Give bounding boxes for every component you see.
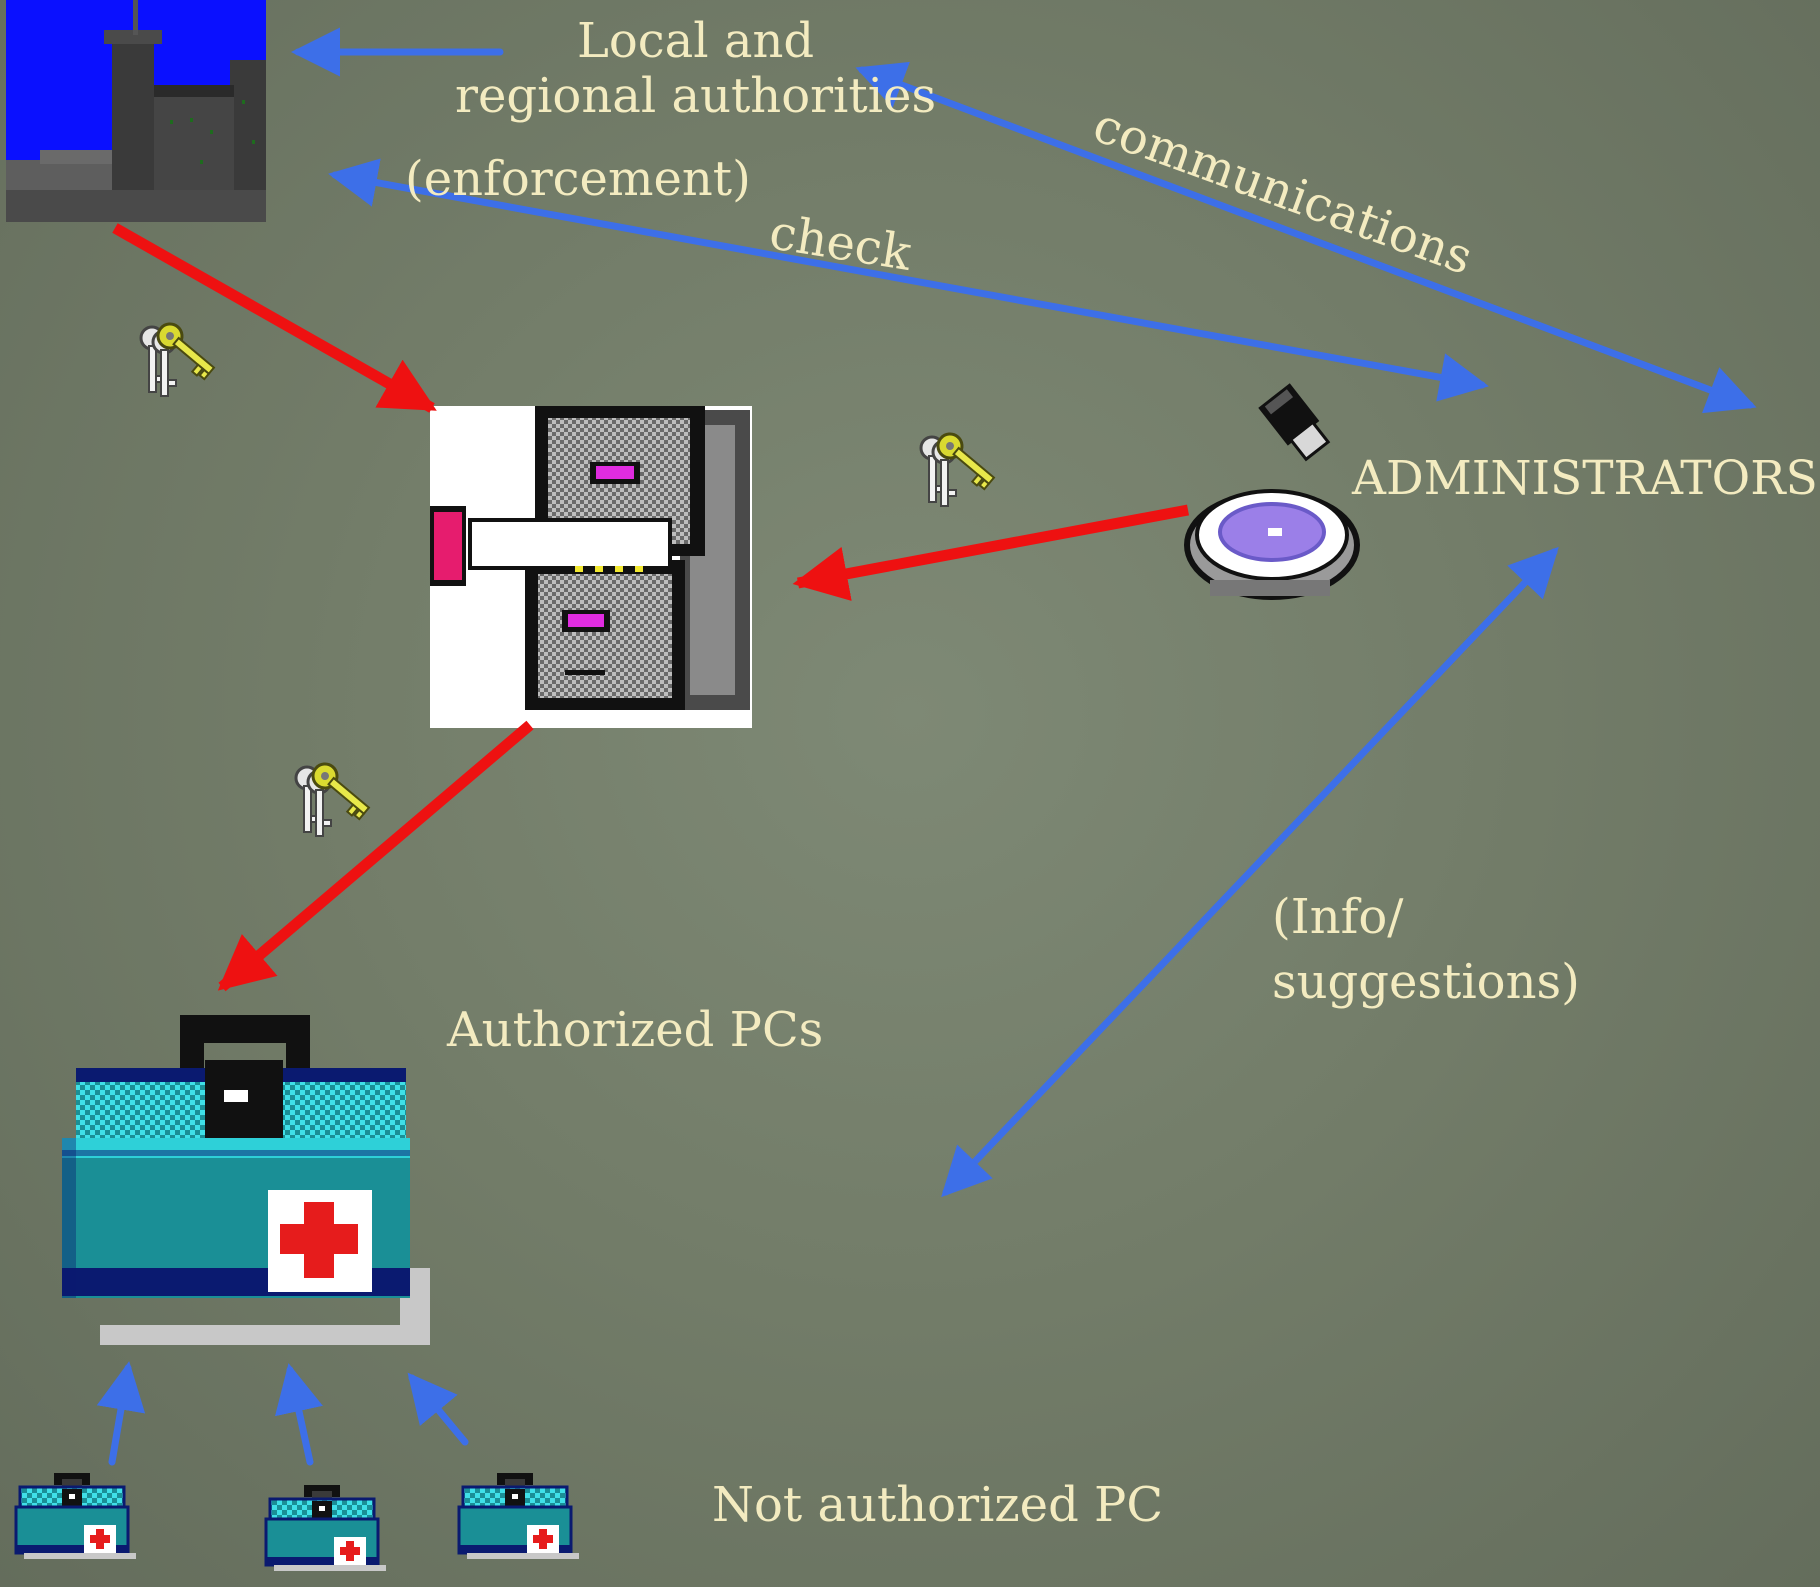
castle-icon xyxy=(6,0,266,222)
small-medical-kit-icon xyxy=(264,1483,388,1573)
administrators-label: ADMINISTRATORS xyxy=(1352,451,1818,506)
arrow-info-suggestions xyxy=(941,546,1559,1198)
authorities-label: Local and regional authorities xyxy=(455,13,937,125)
magnifier-icon xyxy=(1184,383,1360,600)
file-cabinet-icon xyxy=(430,406,752,728)
arrow-pc2-to-kit xyxy=(274,1363,323,1466)
keys-icon xyxy=(921,429,999,506)
info-suggestions-label: (Info/ suggestions) xyxy=(1272,889,1580,1010)
arrow-database-to-authorized xyxy=(217,720,534,992)
medical-kit-icon xyxy=(62,1015,430,1345)
arrow-pc3-to-kit xyxy=(407,1372,469,1446)
enforcement-label: (enforcement) xyxy=(405,151,751,207)
arrow-admin-to-database xyxy=(792,504,1190,601)
small-medical-kit-icon xyxy=(457,1471,581,1561)
authorized-pcs-label: Authorized PCs xyxy=(447,1002,824,1058)
arrow-authorities-to-database xyxy=(112,223,437,413)
arrow-check xyxy=(328,158,1489,402)
small-medical-kit-icon xyxy=(14,1471,138,1561)
arrow-pc1-to-kit xyxy=(96,1361,146,1466)
keys-icon xyxy=(141,319,219,396)
not-authorized-pc-label: Not authorized PC xyxy=(712,1477,1164,1533)
keys-icon xyxy=(296,759,374,836)
